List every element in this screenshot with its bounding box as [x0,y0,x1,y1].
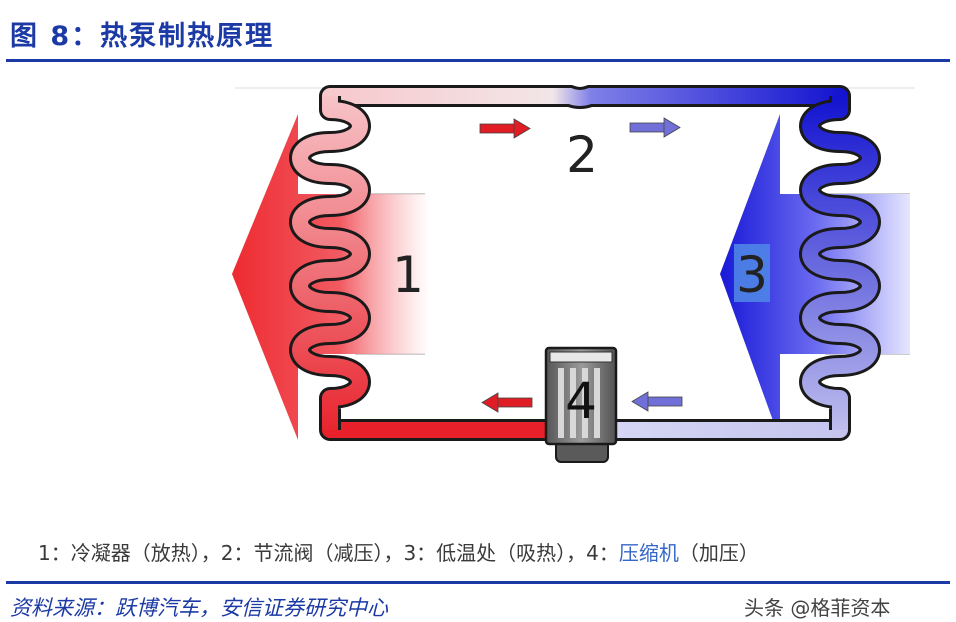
flow-arrow-top-left [479,118,531,139]
bottom-divider [6,581,950,584]
heat-pump-diagram: 1 2 3 4 [232,85,915,463]
top-divider [6,59,950,62]
label-evaporator: 3 [736,246,768,304]
heat-absorb-arrow [720,114,910,440]
flow-arrow-bottom-left [481,392,533,413]
label-condenser: 1 [392,246,424,304]
diagram-caption: 1：冷凝器（放热），2：节流阀（减压），3：低温处（吸热），4：压缩机（加压） [38,537,759,566]
flow-arrow-bottom-right [631,391,683,412]
compressor [544,346,618,463]
watermark: 头条 @格菲资本 [744,596,891,620]
caption-part2: （加压） [678,541,759,565]
caption-part1: 1：冷凝器（放热），2：节流阀（减压），3：低温处（吸热），4： [38,541,619,565]
label-throttle-valve: 2 [566,126,598,184]
caption-highlight: 压缩机 [618,541,679,565]
flow-arrow-top-right [629,117,681,138]
label-compressor: 4 [565,372,597,430]
figure-source: 资料来源：跃博汽车，安信证券研究中心 [10,596,388,620]
figure-title: 图 8：热泵制热原理 [10,21,275,52]
